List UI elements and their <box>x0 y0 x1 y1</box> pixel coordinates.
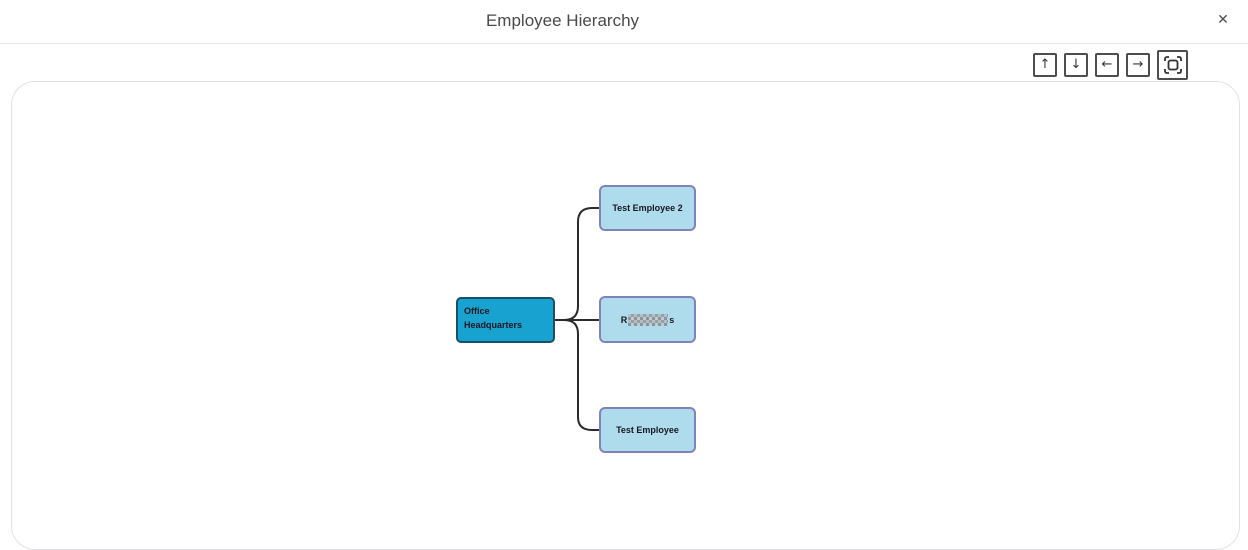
fit-to-screen-button[interactable] <box>1157 49 1188 80</box>
pan-down-button[interactable]: ↓ <box>1064 52 1088 77</box>
org-node-label: Office Headquarters <box>464 306 523 330</box>
org-node-label-suffix: s <box>669 314 675 325</box>
page-title: Employee Hierarchy <box>485 11 640 30</box>
fit-to-screen-icon <box>1163 55 1182 74</box>
redacted-pixelated-text <box>628 313 669 326</box>
pan-up-button[interactable]: ↑ <box>1033 52 1057 77</box>
org-node-label: Test Employee 2 <box>612 203 683 213</box>
org-node-test-employee-2[interactable]: Test Employee 2 <box>599 185 696 231</box>
arrow-right-icon: → <box>1132 57 1144 72</box>
org-node-label-prefix: R <box>620 314 628 325</box>
org-node-redacted[interactable]: R s <box>599 296 696 343</box>
arrow-down-icon: ↓ <box>1070 57 1082 72</box>
pan-left-button[interactable]: ← <box>1095 52 1119 77</box>
modal-header: Employee Hierarchy ✕ <box>0 0 1248 43</box>
org-node-test-employee[interactable]: Test Employee <box>599 407 696 453</box>
arrow-left-icon: ← <box>1101 57 1113 72</box>
close-icon[interactable]: ✕ <box>1217 11 1229 27</box>
pan-right-button[interactable]: → <box>1126 52 1150 77</box>
chart-toolbar: ↑ ↓ ← → <box>1033 49 1188 80</box>
org-node-label: Test Employee <box>616 425 679 435</box>
arrow-up-icon: ↑ <box>1039 57 1051 72</box>
org-node-office-headquarters[interactable]: Office Headquarters <box>456 297 555 343</box>
header-divider <box>0 43 1248 44</box>
